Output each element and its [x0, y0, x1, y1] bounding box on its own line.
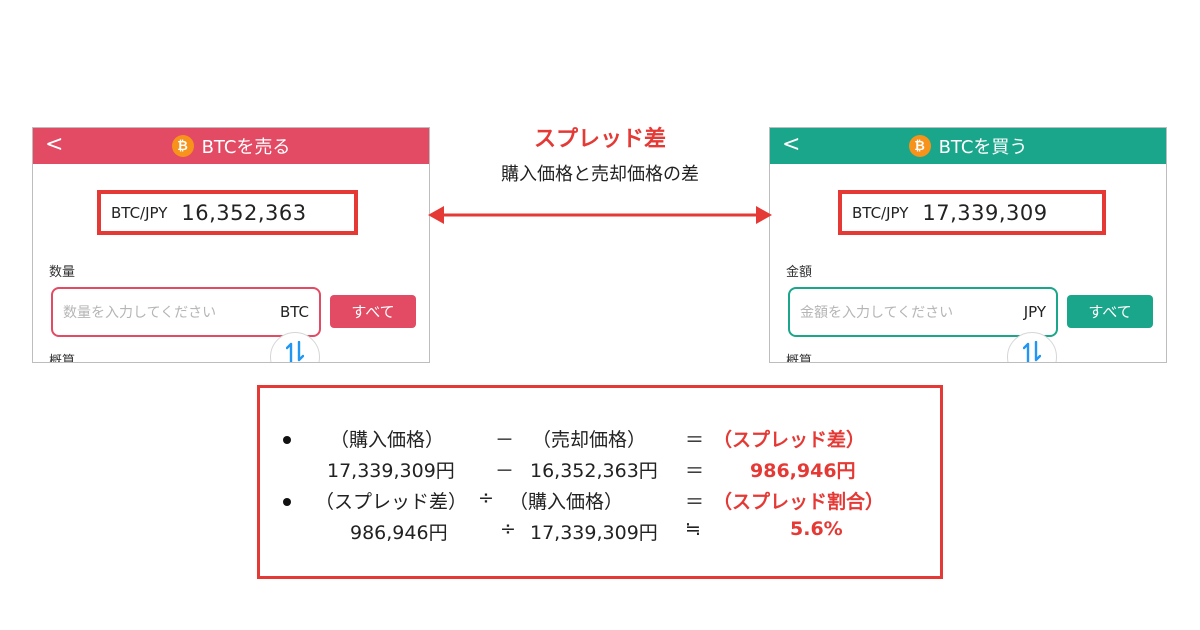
estimate-label: 概算 — [49, 354, 76, 363]
buy-header: < ₿ BTCを買う — [770, 128, 1166, 164]
back-icon[interactable]: < — [45, 132, 64, 157]
back-icon[interactable]: < — [782, 132, 801, 157]
sale-price-value: 16,352,363円 — [530, 460, 658, 482]
sell-all-button[interactable]: すべて — [330, 295, 416, 328]
formula-row-1: （購入価格） － （売却価格） ＝ （スプレッド差） — [260, 425, 940, 455]
approx-equals-operator: ≒ — [685, 518, 701, 540]
quantity-unit: BTC — [279, 303, 309, 321]
spread-value: 986,946円 — [350, 522, 448, 544]
equals-operator: ＝ — [685, 491, 705, 513]
bitcoin-icon: ₿ — [171, 135, 194, 157]
estimate-label: 概算 — [786, 354, 813, 363]
sell-title-text: BTCを売る — [201, 137, 291, 158]
purchase-price-term: （購入価格） — [330, 429, 445, 451]
amount-label: 金額 — [786, 265, 813, 280]
spread-term: （スプレッド差） — [315, 491, 468, 513]
purchase-price-term: （購入価格） — [509, 491, 624, 513]
spread-ratio-term: （スプレッド割合） — [713, 491, 885, 513]
amount-input[interactable]: 金額を入力してください JPY — [788, 287, 1058, 337]
minus-operator: － — [495, 429, 515, 451]
formula-row-4: 986,946円 ÷ 17,339,309円 ≒ 5.6% — [260, 518, 940, 548]
spread-title: スプレッド差 — [533, 127, 666, 152]
formula-row-3: （スプレッド差） ÷ （購入価格） ＝ （スプレッド割合） — [260, 487, 940, 517]
double-arrow-icon — [428, 206, 772, 224]
equals-operator: ＝ — [685, 429, 705, 451]
buy-price: 17,339,309 — [922, 200, 1048, 225]
buy-title: ₿ BTCを買う — [770, 128, 1166, 164]
sell-price-box: BTC/JPY 16,352,363 — [97, 190, 358, 235]
quantity-label: 数量 — [49, 265, 76, 280]
quantity-placeholder: 数量を入力してください — [63, 305, 217, 321]
minus-operator: － — [495, 460, 515, 482]
buy-pair: BTC/JPY — [852, 203, 909, 222]
quantity-input[interactable]: 数量を入力してください BTC — [51, 287, 321, 337]
bullet-icon — [283, 436, 291, 444]
equals-operator: ＝ — [685, 460, 705, 482]
amount-unit: JPY — [1023, 303, 1046, 321]
purchase-price-value: 17,339,309円 — [327, 460, 455, 482]
sale-price-term: （売却価格） — [532, 429, 647, 451]
amount-placeholder: 金額を入力してください — [800, 305, 954, 321]
sell-panel: < ₿ BTCを売る BTC/JPY 16,352,363 数量 数量を入力して… — [32, 127, 430, 363]
buy-price-box: BTC/JPY 17,339,309 — [838, 190, 1106, 235]
spread-subtitle: 購入価格と売却価格の差 — [501, 164, 699, 185]
sell-title: ₿ BTCを売る — [33, 128, 429, 164]
buy-all-button[interactable]: すべて — [1067, 295, 1153, 328]
bitcoin-icon: ₿ — [908, 135, 931, 157]
bullet-icon — [283, 498, 291, 506]
spread-ratio-value: 5.6% — [790, 518, 843, 540]
sell-price: 16,352,363 — [181, 200, 307, 225]
formula-row-2: 17,339,309円 － 16,352,363円 ＝ 986,946円 — [260, 456, 940, 486]
purchase-price-value: 17,339,309円 — [530, 522, 658, 544]
buy-panel: < ₿ BTCを買う BTC/JPY 17,339,309 金額 金額を入力して… — [769, 127, 1167, 363]
divide-operator: ÷ — [478, 487, 494, 509]
formula-box: （購入価格） － （売却価格） ＝ （スプレッド差） 17,339,309円 －… — [257, 385, 943, 579]
spread-result-term: （スプレッド差） — [713, 429, 866, 451]
divide-operator: ÷ — [500, 518, 516, 540]
sell-pair: BTC/JPY — [111, 203, 168, 222]
buy-title-text: BTCを買う — [938, 137, 1028, 158]
spread-value: 986,946円 — [750, 460, 856, 482]
sell-header: < ₿ BTCを売る — [33, 128, 429, 164]
